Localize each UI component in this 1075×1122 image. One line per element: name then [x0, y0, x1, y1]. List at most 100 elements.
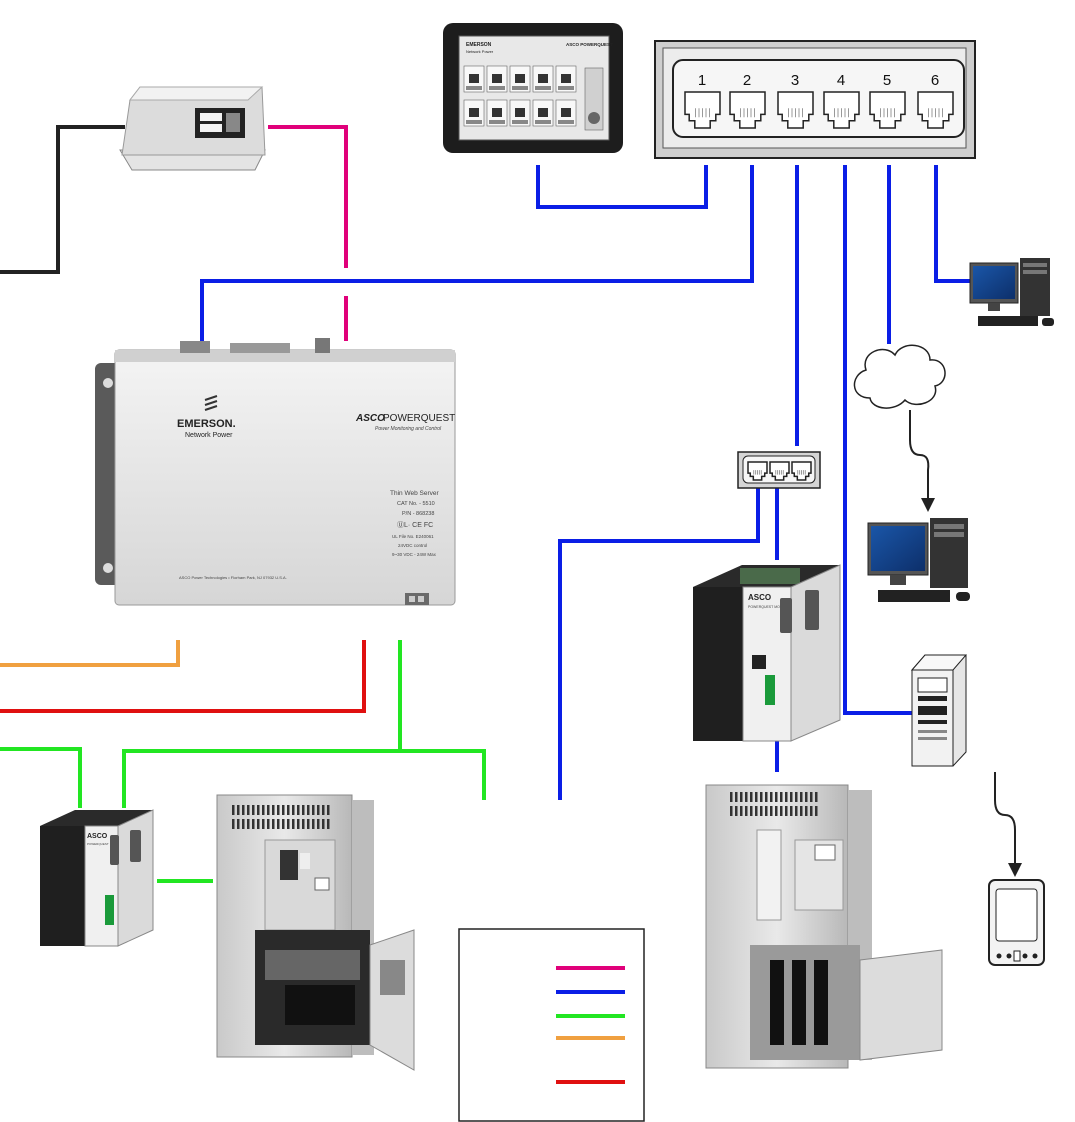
cert-marks: ⓊL· CE FC: [397, 521, 433, 529]
vent-slot: [775, 792, 778, 802]
vent-slot: [307, 819, 310, 829]
vent-slot: [745, 792, 748, 802]
vent-slot: [755, 792, 758, 802]
vent-slot: [232, 819, 235, 829]
vent-slot: [267, 805, 270, 815]
blue-link-port6-workstation: [934, 165, 970, 283]
touch-panel-knob: [588, 112, 600, 124]
vent-slot: [770, 806, 773, 816]
black-link-router: [0, 125, 125, 274]
switch-port-label: 1: [698, 72, 706, 89]
vent-slot: [735, 792, 738, 802]
vent-slot: [242, 819, 245, 829]
touch-panel-cell: [486, 65, 508, 93]
vent-slot: [322, 819, 325, 829]
vent-slot: [805, 792, 808, 802]
blue-link-port1-panel: [536, 165, 708, 209]
switch-port-5: 5: [869, 72, 906, 129]
vent-slot: [795, 792, 798, 802]
vent-slot: [287, 819, 290, 829]
vent-slot: [815, 806, 818, 816]
touch-panel-cell: [532, 99, 554, 127]
workstation-icon: [867, 518, 970, 602]
vent-slot: [297, 819, 300, 829]
vent-slot: [790, 806, 793, 816]
server-product-brand: ASCO: [355, 413, 385, 424]
vent-slot: [770, 792, 773, 802]
vent-slot: [292, 819, 295, 829]
vent-slot: [755, 806, 758, 816]
cabinet-vents: [730, 792, 818, 816]
server-pn: P/N - 868238: [402, 511, 434, 517]
vent-slot: [272, 805, 275, 815]
vent-slot: [307, 805, 310, 815]
touch-panel-product: ASCO POWERQUEST: [566, 42, 613, 47]
vent-slot: [760, 792, 763, 802]
vent-slot: [327, 805, 330, 815]
touch-panel-brand-sub: Network Power: [466, 49, 494, 54]
vent-slot: [242, 805, 245, 815]
vent-slot: [800, 792, 803, 802]
powerquest-module-right: ASCO POWERQUEST MODULE: [693, 564, 841, 742]
server-brand: EMERSON.: [177, 418, 236, 430]
vent-slot: [237, 805, 240, 815]
vent-slot: [750, 792, 753, 802]
vent-slot: [730, 792, 733, 802]
vent-slot: [282, 805, 285, 815]
module-right-text: POWERQUEST MODULE: [748, 605, 790, 609]
vent-slot: [760, 806, 763, 816]
vent-slot: [267, 819, 270, 829]
blue-link-port2-server: [200, 165, 754, 341]
transfer-switch-cabinet-right: [705, 784, 943, 1069]
vent-slot: [785, 792, 788, 802]
vent-slot: [795, 806, 798, 816]
vent-slot: [252, 819, 255, 829]
vent-slot: [312, 819, 315, 829]
switch-port-2: 2: [729, 72, 766, 129]
vent-slot: [237, 819, 240, 829]
touch-panel-cell: [463, 99, 485, 127]
orange-link-server: [0, 640, 180, 667]
vent-slot: [800, 806, 803, 816]
module-left-brand: ASCO: [87, 833, 108, 840]
server-cat-no: CAT No. - 5510: [397, 501, 435, 507]
vent-slot: [262, 805, 265, 815]
vent-slot: [745, 806, 748, 816]
touch-panel: EMERSON Network Power ASCO POWERQUEST: [443, 23, 623, 153]
vent-slot: [815, 792, 818, 802]
vent-slot: [805, 806, 808, 816]
vent-slot: [775, 806, 778, 816]
blue-link-port4-tower: [843, 165, 912, 715]
touch-panel-grid: [463, 65, 604, 131]
vent-slot: [297, 805, 300, 815]
mini-switch-port: [769, 461, 790, 481]
module-right-brand: ASCO: [748, 593, 771, 602]
touch-panel-cell: [486, 99, 508, 127]
server-label-title: Thin Web Server: [390, 490, 439, 497]
switch-port-4: 4: [823, 72, 860, 129]
mini-switch-icon: [737, 451, 821, 489]
vent-slot: [322, 805, 325, 815]
vent-slot: [282, 819, 285, 829]
vent-slot: [312, 805, 315, 815]
touch-panel-cell: [463, 65, 485, 93]
switch-port-label: 2: [743, 72, 751, 89]
vent-slot: [740, 806, 743, 816]
vent-slot: [257, 819, 260, 829]
touch-panel-cell: [509, 99, 531, 127]
vent-slot: [740, 792, 743, 802]
arrow-tower-to-pda: [994, 772, 1022, 877]
arrow-cloud-to-workstation: [909, 410, 935, 512]
cloud-icon: [853, 344, 946, 409]
vent-slot: [810, 792, 813, 802]
switch-port-label: 5: [883, 72, 891, 89]
vent-slot: [765, 792, 768, 802]
workstation-icon: [969, 258, 1054, 326]
vent-slot: [247, 805, 250, 815]
thin-web-server: EMERSON. Network Power ASCO POWERQUEST P…: [95, 338, 456, 606]
vent-slot: [790, 792, 793, 802]
module-left-text: POWERQUEST: [87, 842, 109, 846]
green-link-left-edge: [0, 747, 82, 808]
